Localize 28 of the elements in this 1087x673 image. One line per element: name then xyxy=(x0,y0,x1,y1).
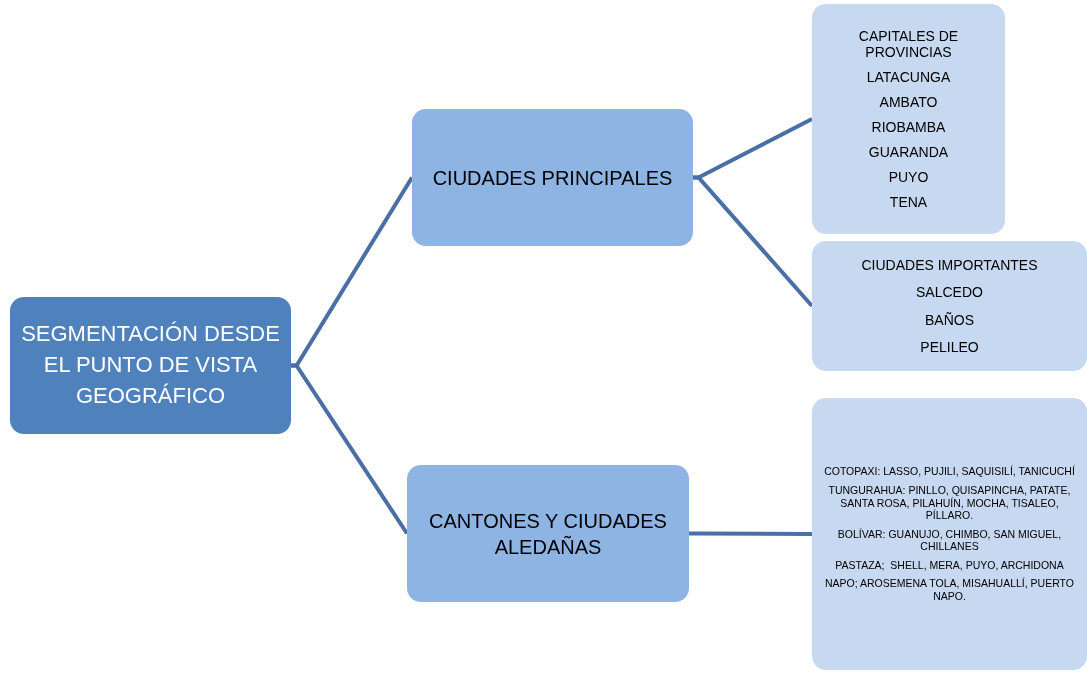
box-text: PELILEO xyxy=(920,338,979,355)
box-heading: COTOPAXI: LASSO, PUJILI, SAQUISILÍ, TANICUCHÍ xyxy=(824,465,1075,478)
connector-line xyxy=(693,175,814,308)
box-text: SEGMENTACIÓN DESDE EL PUNTO DE VISTA GEOGRÁFICO xyxy=(20,320,281,410)
box-text: TUNGURAHUA: PINLLO, QUISAPINCHA, PATATE, SANTA ROSA, PILAHUÍN, MOCHA, TISALEO, PÍLLARO. xyxy=(827,483,1072,522)
topic-box xyxy=(412,109,693,246)
box-text: SALCEDO xyxy=(916,284,983,301)
box-text: BOLÍVAR: GUANUJO, CHIMBO, SAN MIGUEL, CHILLANES xyxy=(836,527,1063,553)
box-text: NAPO; AROSEMENA TOLA, MISAHUALLÍ, PUERTO NAPO. xyxy=(824,577,1075,603)
box-text: LATACUNGA xyxy=(866,68,951,85)
box-text: RIOBAMBA xyxy=(871,119,946,136)
box-heading: CIUDADES IMPORTANTES xyxy=(861,257,1038,274)
box-text: TENA xyxy=(889,194,928,211)
box-text: CIUDADES PRINCIPALES xyxy=(432,165,673,191)
connector-line xyxy=(689,531,812,536)
topic-box xyxy=(407,465,689,602)
topic-box xyxy=(812,398,1087,670)
topic-box xyxy=(812,241,1087,371)
topic-box xyxy=(812,4,1005,234)
box-text: GUARANDA xyxy=(868,144,949,161)
box-text: PASTAZA; SHELL, MERA, PUYO, ARCHIDONA xyxy=(835,558,1064,572)
box-text: PUYO xyxy=(888,169,929,186)
box-text: BAÑOS xyxy=(925,311,974,328)
box-text: AMBATO xyxy=(879,93,938,110)
box-text: CANTONES Y CIUDADES ALEDAÑAS xyxy=(428,508,668,560)
box-heading: CAPITALES DE PROVINCIAS xyxy=(857,27,960,60)
connector-line xyxy=(291,363,409,535)
root-box xyxy=(10,297,291,434)
